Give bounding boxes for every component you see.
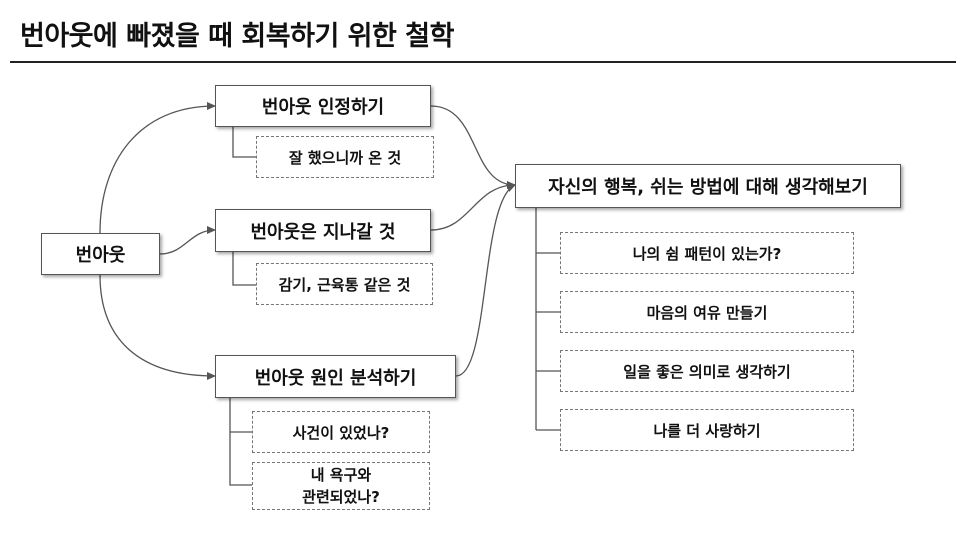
edge-branch2-goal — [430, 181, 516, 231]
node-goal-child4: 나를 더 사랑하기 — [560, 409, 854, 451]
node-branch2-child1: 감기, 근육통 같은 것 — [256, 263, 433, 305]
node-branch1-child1: 잘 했으니까 온 것 — [256, 136, 434, 178]
node-goal-child3: 일을 좋은 의미로 생각하기 — [560, 350, 854, 392]
node-root: 번아웃 — [41, 233, 160, 275]
page-title: 번아웃에 빠졌을 때 회복하기 위한 철학 — [20, 21, 454, 52]
node-goal: 자신의 행복, 쉬는 방법에 대해 생각해보기 — [515, 164, 901, 208]
node-branch3: 번아웃 원인 분석하기 — [215, 355, 456, 398]
bracket-branch3 — [229, 398, 252, 486]
node-branch3-child2: 내 욕구와 관련되었나? — [252, 462, 430, 510]
edge-root-branch2 — [159, 226, 216, 255]
bracket-goal — [535, 208, 560, 431]
node-goal-child1: 나의 쉼 패턴이 있는가? — [560, 232, 854, 274]
bracket-branch2 — [232, 252, 256, 286]
edge-root-branch1 — [99, 102, 216, 234]
node-branch3-child2-line2: 관련되었나? — [302, 488, 380, 506]
edge-branch1-goal — [430, 105, 516, 189]
node-branch3-child2-line1: 내 욕구와 — [310, 466, 372, 484]
edge-root-branch3 — [99, 274, 216, 380]
node-branch1: 번아웃 인정하기 — [215, 85, 431, 127]
node-goal-child2: 마음의 여유 만들기 — [560, 291, 854, 333]
bracket-branch1 — [232, 127, 256, 158]
node-branch2: 번아웃은 지나갈 것 — [215, 209, 431, 252]
edge-branch3-goal — [455, 184, 516, 377]
node-branch3-child1: 사건이 있었나? — [252, 411, 430, 453]
title-divider — [10, 61, 956, 63]
